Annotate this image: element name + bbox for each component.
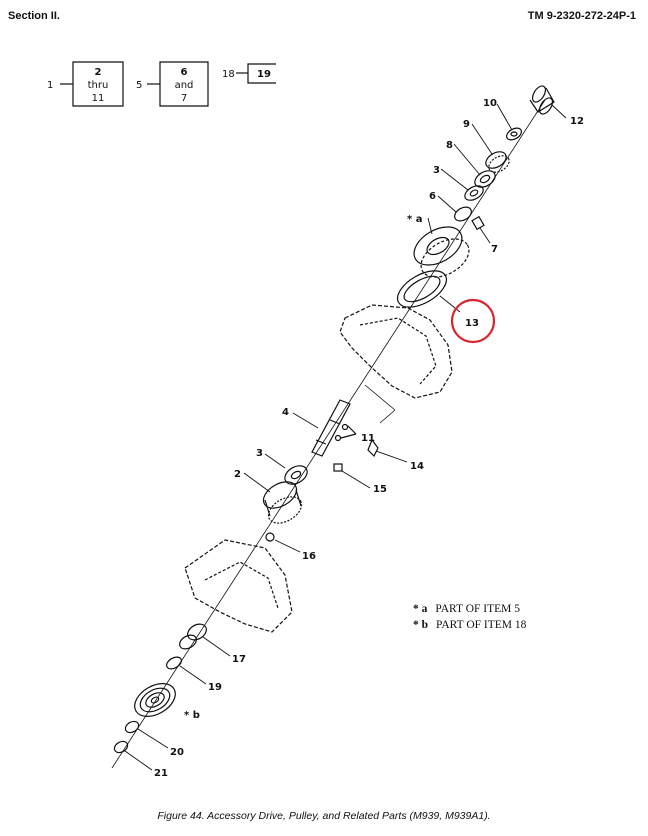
- group-1-line-2: thru: [88, 80, 109, 91]
- part-11-keys: [334, 423, 357, 442]
- callout-7: 7: [491, 244, 498, 255]
- note-a: * a PART OF ITEM 5: [413, 601, 526, 617]
- callout-9: 9: [463, 119, 470, 130]
- callout-2: 2: [234, 469, 241, 480]
- group-5-line-2: and: [175, 80, 194, 91]
- callout-3-top: 3: [433, 165, 440, 176]
- part-20-washer: [124, 720, 140, 734]
- part-4-shaft: [311, 399, 351, 457]
- group-box-1: [60, 61, 124, 107]
- note-a-key: * a: [413, 603, 428, 615]
- group-5-line-3: 7: [181, 93, 187, 104]
- part-16: [265, 532, 275, 542]
- part-13-gasket: [396, 270, 448, 308]
- note-b-text: PART OF ITEM 18: [436, 619, 527, 631]
- callout-a: * a: [407, 214, 422, 225]
- callout-12: 12: [570, 116, 584, 127]
- part-9-gear: [485, 151, 510, 173]
- callout-3-mid: 3: [256, 448, 263, 459]
- part-12-cap: [529, 85, 555, 115]
- note-b: * b PART OF ITEM 18: [413, 617, 526, 633]
- part-19-washer: [166, 656, 182, 670]
- callout-13: 13: [465, 318, 479, 329]
- leader-lines: [124, 103, 567, 771]
- section-label: Section II.: [8, 10, 60, 22]
- part-8-ring: [474, 170, 496, 188]
- highlight-circle-13: [450, 298, 496, 344]
- part-21-nut: [113, 740, 129, 754]
- callout-19: 19: [208, 682, 222, 693]
- callout-6: 6: [429, 191, 436, 202]
- part-3-bearing-top: [464, 185, 484, 201]
- part-10-hole: [510, 131, 518, 137]
- callout-21: 21: [154, 768, 168, 779]
- part-15: [333, 463, 343, 472]
- part-17-seal: [187, 623, 207, 641]
- tm-number: TM 9-2320-272-24P-1: [527, 10, 636, 22]
- note-b-key: * b: [413, 619, 429, 631]
- part-7-plug: [471, 215, 485, 231]
- part-3-bearing-low: [179, 634, 197, 650]
- lower-housing-casting: [184, 539, 293, 633]
- figure-caption: Figure 44. Accessory Drive, Pulley, and …: [157, 810, 491, 822]
- group-1-line-1: 2: [95, 67, 102, 78]
- callout-15: 15: [373, 484, 387, 495]
- part-3-bearing-mid: [284, 465, 308, 485]
- part-10-washer: [506, 127, 522, 141]
- note-a-text: PART OF ITEM 5: [435, 603, 520, 615]
- callout-10: 10: [483, 98, 497, 109]
- group-18-line-1: 19: [257, 69, 271, 80]
- upper-cover-casting: [339, 304, 453, 399]
- callout-14: 14: [410, 461, 424, 472]
- part-a-housing: [413, 226, 470, 278]
- group-ref-1: 1: [47, 80, 53, 91]
- group-1-line-3: 11: [92, 93, 105, 104]
- group-box-5: [147, 61, 209, 107]
- callout-20: 20: [170, 747, 184, 758]
- callout-b: * b: [184, 710, 200, 721]
- group-ref-5: 5: [136, 80, 142, 91]
- part-b-pulley: [134, 683, 176, 717]
- footnotes: * a PART OF ITEM 5 * b PART OF ITEM 18: [413, 601, 526, 633]
- part-6-seal: [454, 206, 472, 222]
- part-14-bolt: [367, 438, 379, 458]
- group-ref-18: 18: [222, 69, 235, 80]
- callout-4: 4: [282, 407, 289, 418]
- part-2-gear: [262, 481, 303, 524]
- group-box-18: [236, 63, 276, 84]
- callout-16: 16: [302, 551, 316, 562]
- group-5-line-1: 6: [181, 67, 188, 78]
- callout-8: 8: [446, 140, 453, 151]
- callout-17: 17: [232, 654, 246, 665]
- callout-11: 11: [361, 433, 375, 444]
